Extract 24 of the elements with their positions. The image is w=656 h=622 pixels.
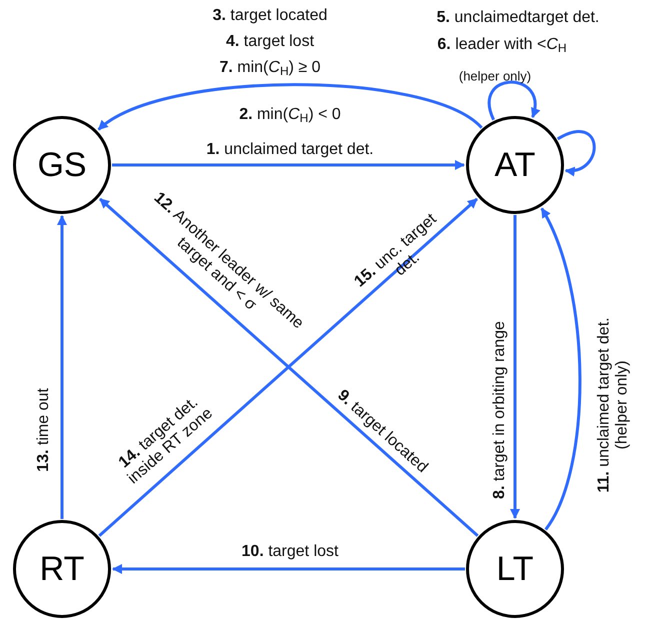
state-name: AT xyxy=(494,144,536,186)
transition-label: 4. target lost xyxy=(224,32,316,52)
transition-label: 7. min(C$_{H}$) ≥ 0 xyxy=(218,58,322,78)
state-name: LT xyxy=(496,548,534,590)
arrow xyxy=(488,80,540,120)
transition-label: (helper only) xyxy=(458,70,532,84)
edge-label: 1. unclaimed target det. xyxy=(205,140,375,160)
edge-label: 13. time out xyxy=(34,387,53,474)
edge-label: 2. min(C$_{H}$) < 0 xyxy=(238,106,342,124)
transition-label: 6. leader with <C$_{H}$ xyxy=(436,36,568,54)
arrow xyxy=(557,130,596,176)
transition-label: 5. unclaimedtarget det. xyxy=(436,8,600,28)
arrow xyxy=(510,215,520,519)
state-name: GS xyxy=(37,144,87,186)
arrow xyxy=(57,215,67,519)
state-name: RT xyxy=(40,548,84,590)
arrow xyxy=(98,83,483,131)
edge-label: 10. target lost xyxy=(240,542,340,562)
arrow xyxy=(540,208,582,530)
arrow xyxy=(112,564,465,574)
edge-label: 11. unclaimed target det. (helper only) xyxy=(596,316,632,495)
transition-label: 3. target located xyxy=(212,6,328,26)
arrow xyxy=(112,160,465,170)
edge-label: 8. target in orbiting range xyxy=(490,320,509,501)
